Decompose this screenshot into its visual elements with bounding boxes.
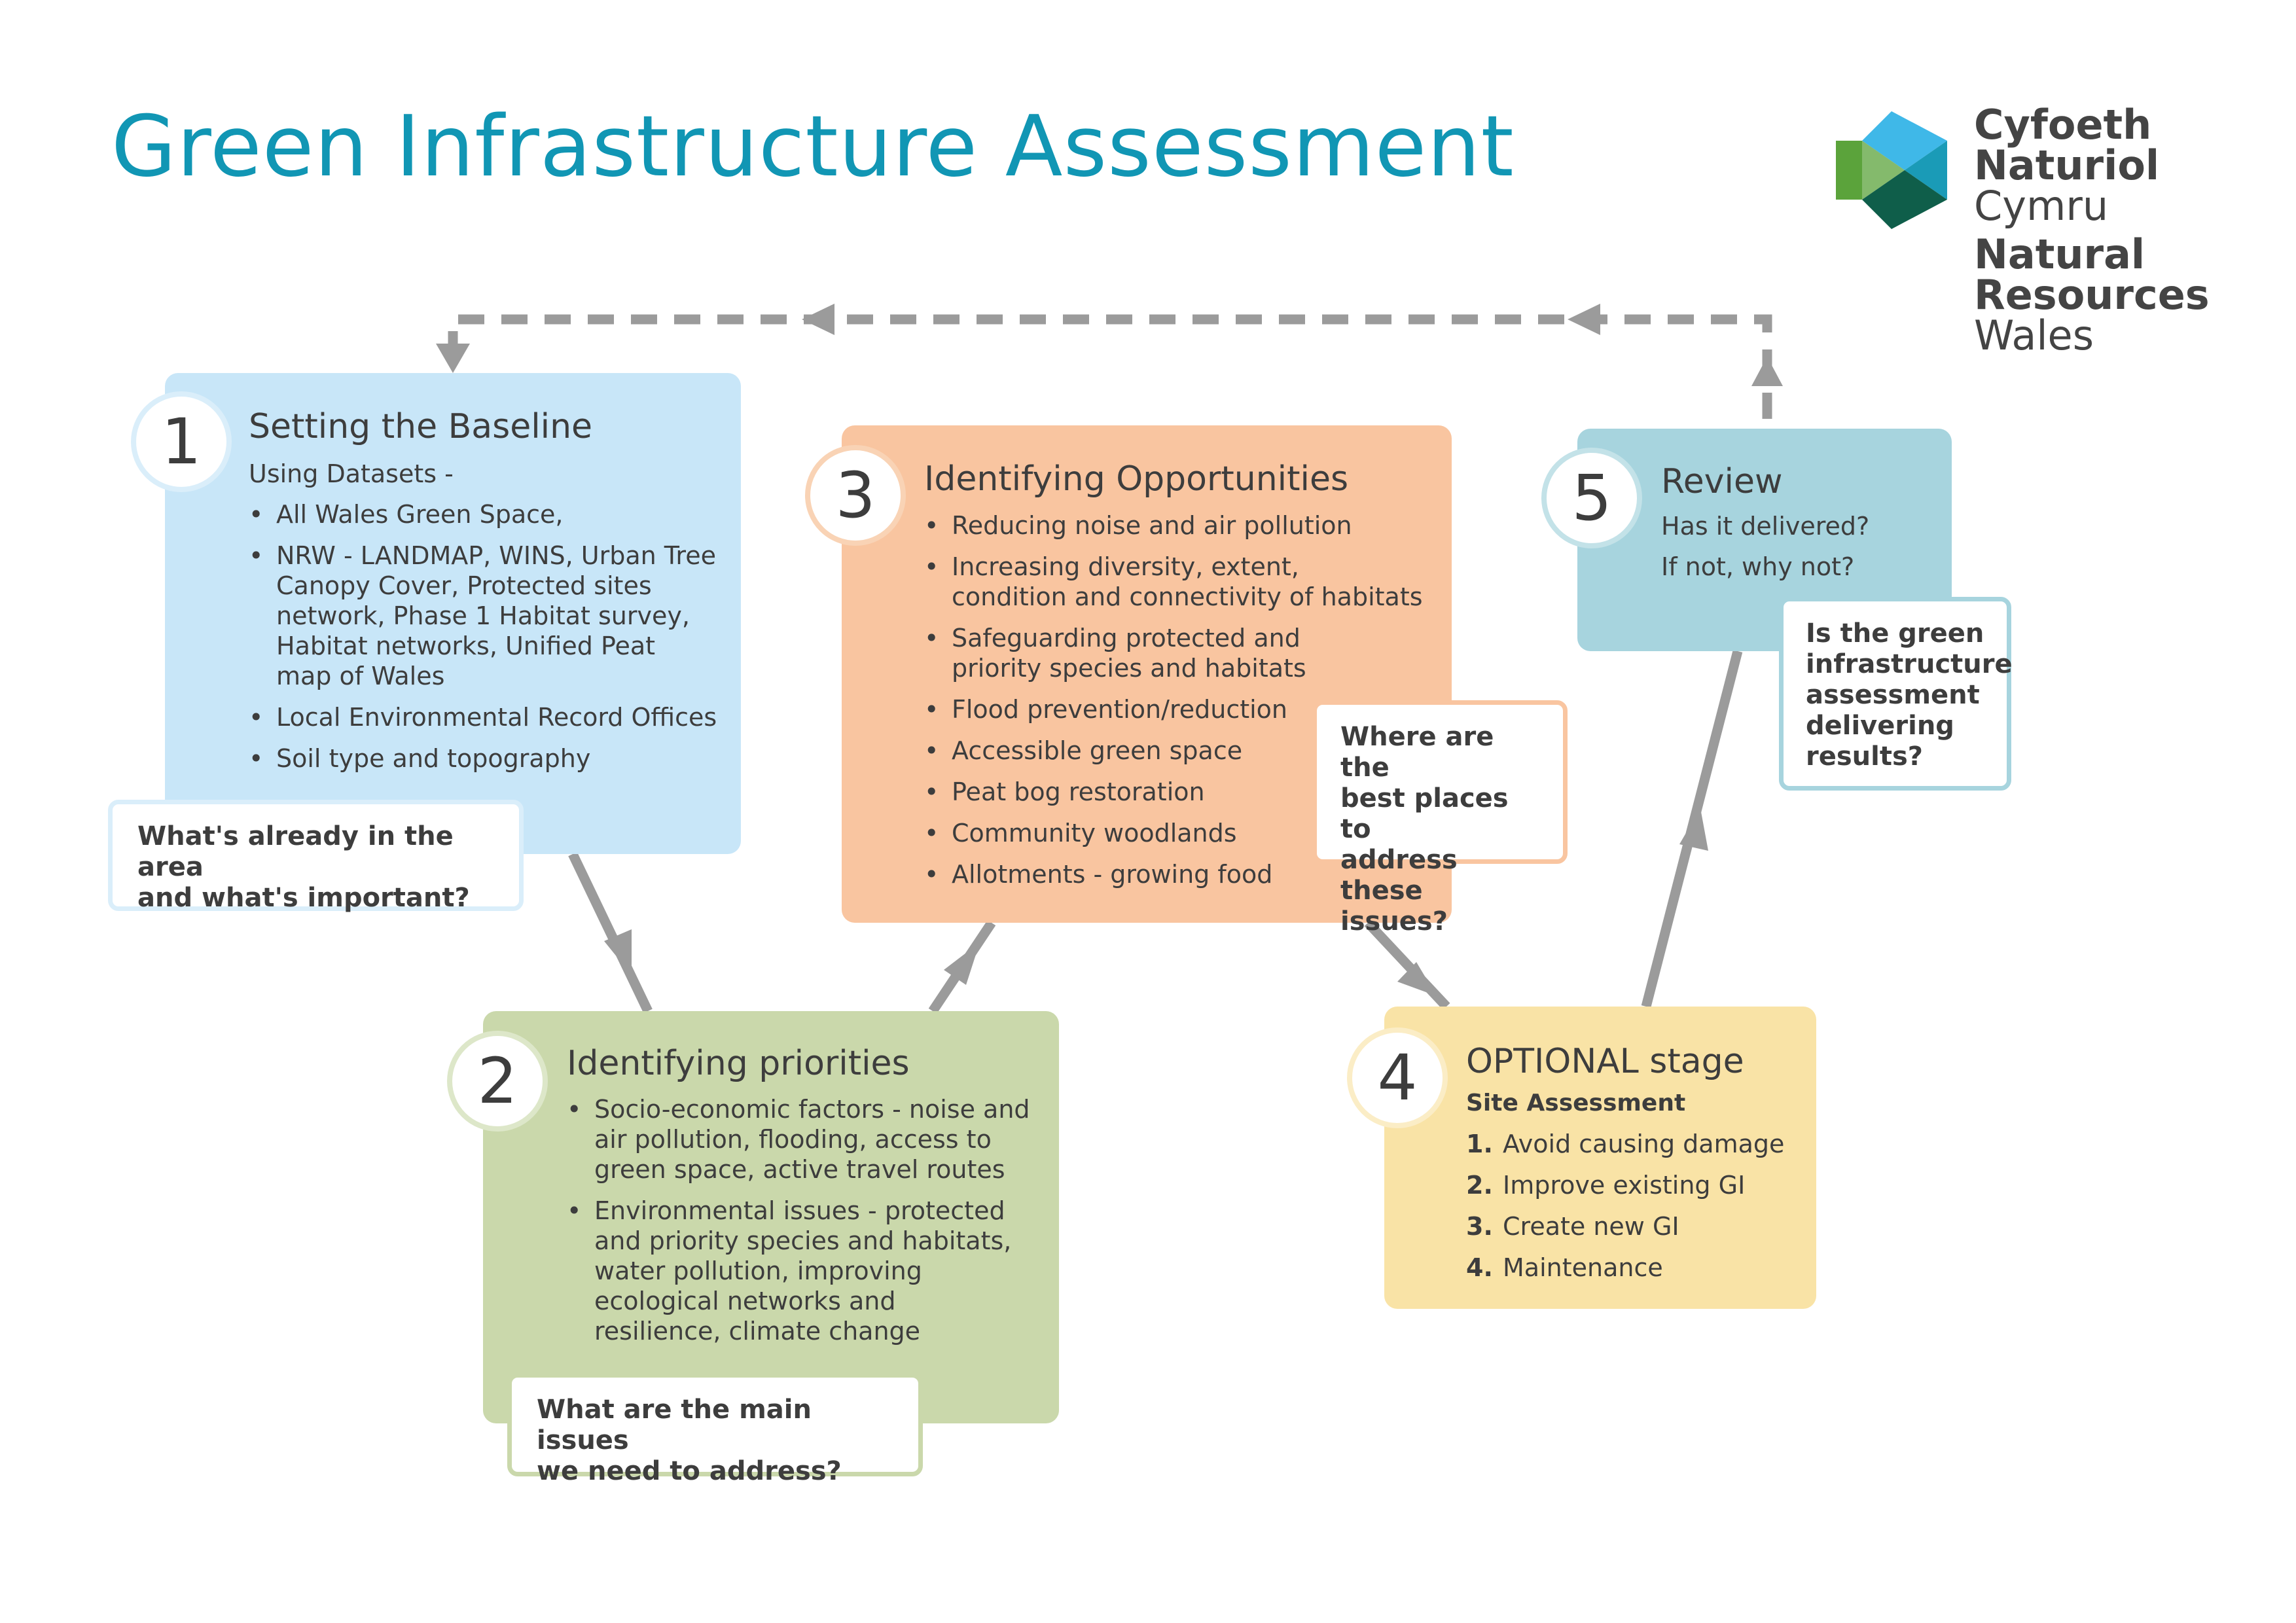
step-item: 4. Maintenance — [1466, 1253, 1784, 1283]
stage-5-question: Is the green infrastructure assessment d… — [1779, 597, 2013, 791]
bullet-item: All Wales Green Space, — [249, 499, 740, 529]
stage-3-question: Where are the best places to address the… — [1312, 700, 1568, 936]
bullet-item: Reducing noise and air pollution — [924, 510, 1448, 541]
bullet-item: NRW - LANDMAP, WINS, Urban Tree Canopy C… — [249, 541, 740, 691]
stage-3-number: 3 — [805, 445, 906, 546]
bullet-item: Soil type and topography — [249, 743, 740, 774]
step-number: 1. — [1466, 1130, 1493, 1158]
logo-english-1: Natural — [1974, 230, 2145, 278]
arrowhead-4-to-5 — [1679, 808, 1708, 851]
logo-welsh-1: Cyfoeth — [1974, 101, 2152, 149]
stage-4-heading: OPTIONAL stage — [1466, 1042, 1744, 1081]
stage-5-line1: Has it delivered? — [1661, 512, 1870, 541]
stage-5-heading: Review — [1661, 462, 1783, 501]
arrowhead-1-to-2 — [604, 929, 632, 975]
stage-3-heading: Identifying Opportunities — [924, 459, 1349, 499]
stage-2-heading: Identifying priorities — [567, 1044, 910, 1083]
bullet-item: Accessible green space — [924, 736, 1448, 766]
bullet-item: Local Environmental Record Offices — [249, 702, 740, 732]
stage-5-line2: If not, why not? — [1661, 552, 1855, 581]
logo-english-3: Wales — [1974, 312, 2094, 359]
stage-5-number: 5 — [1541, 448, 1642, 548]
stage-2-question: What are the main issues we need to addr… — [507, 1373, 923, 1486]
step-text: Improve existing GI — [1503, 1171, 1746, 1200]
arrowhead-loop-up — [1751, 357, 1783, 386]
bullet-item: Community woodlands — [924, 818, 1448, 848]
bullet-item: Safeguarding protected and priority spec… — [924, 623, 1448, 683]
logo-english-2: Resources — [1974, 271, 2210, 319]
arrowhead-loop-left-2 — [802, 304, 834, 335]
stage-4-steps: 1. Avoid causing damage 2. Improve existing… — [1466, 1129, 1784, 1294]
stage-1-heading: Setting the Baseline — [249, 407, 593, 446]
logo-welsh-3: Cymru — [1974, 182, 2109, 230]
stage-3-bullets: Reducing noise and air pollutionIncreasi… — [924, 510, 1448, 901]
arrowhead-loop-down — [436, 344, 470, 373]
stage-2-number: 2 — [447, 1031, 548, 1132]
bullet-item: Peat bog restoration — [924, 777, 1448, 807]
step-item: 1. Avoid causing damage — [1466, 1129, 1784, 1159]
stage-2-bullets: Socio-economic factors - noise and air p… — [567, 1094, 1051, 1357]
stage-1-question: What's already in the area and what's im… — [108, 800, 524, 913]
bullet-item: Environmental issues - protected and pri… — [567, 1196, 1051, 1346]
step-text: Avoid causing damage — [1503, 1130, 1785, 1158]
stage-1-bullets: All Wales Green Space, NRW - LANDMAP, WIN… — [249, 499, 740, 785]
arrowhead-loop-left-1 — [1568, 304, 1600, 335]
arrow-1-to-2 — [568, 851, 653, 1014]
arrowhead-2-to-3 — [944, 942, 980, 985]
step-number: 2. — [1466, 1171, 1493, 1200]
stage-4-subtitle: Site Assessment — [1466, 1090, 1686, 1116]
nrw-logo-icon — [1836, 111, 1947, 229]
stage-1-number: 1 — [131, 391, 232, 492]
stage-4-number: 4 — [1347, 1027, 1448, 1128]
bullet-item: Allotments - growing food — [924, 859, 1448, 889]
step-text: Create new GI — [1503, 1212, 1679, 1241]
step-item: 3. Create new GI — [1466, 1211, 1784, 1241]
step-number: 4. — [1466, 1253, 1493, 1282]
step-text: Maintenance — [1503, 1253, 1663, 1282]
stage-4-box — [1384, 1007, 1816, 1309]
step-item: 2. Improve existing GI — [1466, 1170, 1784, 1200]
bullet-item: Increasing diversity, extent, condition … — [924, 552, 1448, 612]
bullet-item: Flood prevention/reduction — [924, 694, 1448, 724]
stage-1-subtitle: Using Datasets - — [249, 459, 454, 488]
logo-welsh-2: Naturiol — [1974, 141, 2160, 189]
nrw-logo-text: Cyfoeth Naturiol Cymru Natural Resources… — [1974, 105, 2210, 356]
step-number: 3. — [1466, 1212, 1493, 1241]
bullet-item: Socio-economic factors - noise and air p… — [567, 1094, 1051, 1185]
arrowhead-3-to-4 — [1397, 962, 1437, 996]
page-title: Green Infrastructure Assessment — [111, 98, 1515, 196]
